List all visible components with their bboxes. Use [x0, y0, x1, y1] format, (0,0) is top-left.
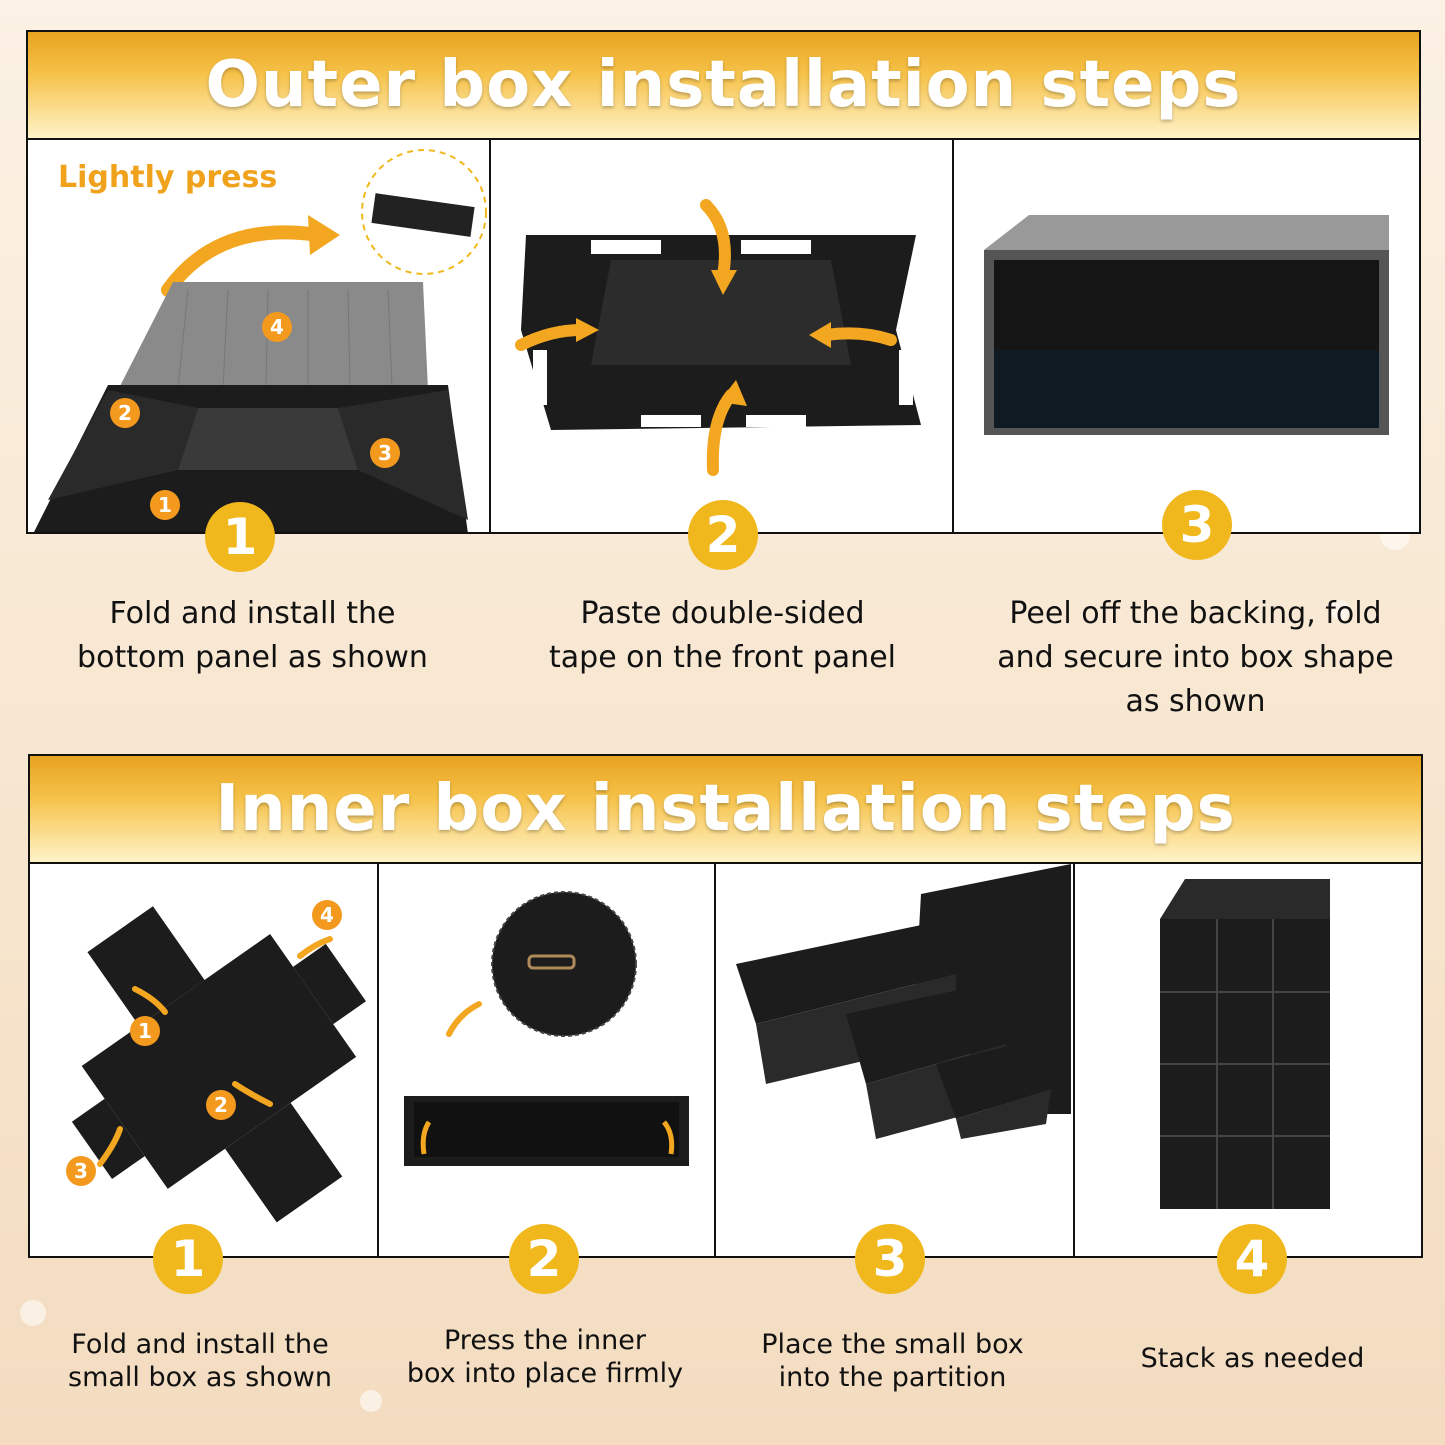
inner-step1-number: 1 — [153, 1224, 223, 1294]
outer-title: Outer box installation steps — [205, 48, 1242, 122]
inner-step3-image — [716, 864, 1075, 1256]
caption-line: box into place firmly — [406, 1358, 684, 1389]
decor-dot — [20, 1300, 46, 1326]
outer-step3-number: 3 — [1162, 490, 1232, 560]
inner-step2-caption: Press the inner box into place firmly — [380, 1324, 710, 1390]
badge-2: 2 — [206, 1090, 236, 1120]
outer-step1-caption: Fold and install the bottom panel as sho… — [30, 592, 475, 680]
outer-step1-number: 1 — [205, 502, 275, 572]
outer-step2-caption: Paste double-sided tape on the front pan… — [495, 592, 950, 680]
caption-line: Fold and install the — [109, 596, 396, 631]
lightly-press-label: Lightly press — [58, 160, 278, 195]
partition-insert-illustration — [736, 864, 1072, 1139]
outer-title-banner: Outer box installation steps — [26, 30, 1421, 140]
inner-panels: 4 1 2 3 — [28, 864, 1423, 1258]
inner-title: Inner box installation steps — [215, 772, 1236, 846]
caption-line: into the partition — [778, 1362, 1007, 1393]
caption-line: Paste double-sided — [580, 596, 865, 631]
caption-line: small box as shown — [68, 1362, 332, 1393]
inner-step1-caption: Fold and install the small box as shown — [30, 1328, 370, 1394]
badge-2: 2 — [110, 398, 140, 428]
inner-step4-caption: Stack as needed — [1080, 1342, 1425, 1375]
decor-dot — [360, 1390, 382, 1412]
caption-line: Stack as needed — [1140, 1343, 1365, 1374]
caption-line: bottom panel as shown — [77, 640, 428, 675]
inner-step2-number: 2 — [509, 1224, 579, 1294]
small-box-fold-illustration — [71, 906, 366, 1223]
outer-step1-image: Lightly press 4 2 3 1 — [28, 140, 491, 532]
box-fold-illustration — [34, 149, 487, 532]
inner-step3-number: 3 — [855, 1224, 925, 1294]
badge-3: 3 — [66, 1156, 96, 1186]
badge-1: 1 — [150, 490, 180, 520]
inner-step4-image — [1075, 864, 1421, 1256]
badge-3: 3 — [370, 438, 400, 468]
tape-panel-illustration — [515, 199, 921, 476]
inner-step1-image: 4 1 2 3 — [30, 864, 379, 1256]
caption-line: and secure into box shape — [997, 640, 1394, 675]
caption-line: tape on the front panel — [549, 640, 896, 675]
outer-box-illustration — [984, 215, 1389, 435]
caption-line: as shown — [1125, 684, 1266, 719]
stacked-boxes-illustration — [1160, 879, 1330, 1209]
inner-step3-caption: Place the small box into the partition — [720, 1328, 1065, 1394]
outer-step3-caption: Peel off the backing, fold and secure in… — [958, 592, 1433, 724]
inner-step2-image — [379, 864, 717, 1256]
inner-step4-number: 4 — [1217, 1224, 1287, 1294]
inner-title-banner: Inner box installation steps — [28, 754, 1423, 864]
decor-dot — [1330, 600, 1350, 620]
caption-line: Press the inner — [444, 1325, 646, 1356]
badge-1: 1 — [130, 1016, 160, 1046]
caption-line: Fold and install the — [71, 1329, 329, 1360]
badge-4: 4 — [312, 900, 342, 930]
outer-step2-number: 2 — [688, 500, 758, 570]
caption-line: Peel off the backing, fold — [1009, 596, 1382, 631]
caption-line: Place the small box — [761, 1329, 1024, 1360]
outer-step3-image — [954, 140, 1419, 532]
badge-4: 4 — [262, 312, 292, 342]
outer-panels: Lightly press 4 2 3 1 — [26, 140, 1421, 534]
inner-box-press-illustration — [404, 891, 689, 1166]
outer-step2-image — [491, 140, 954, 532]
